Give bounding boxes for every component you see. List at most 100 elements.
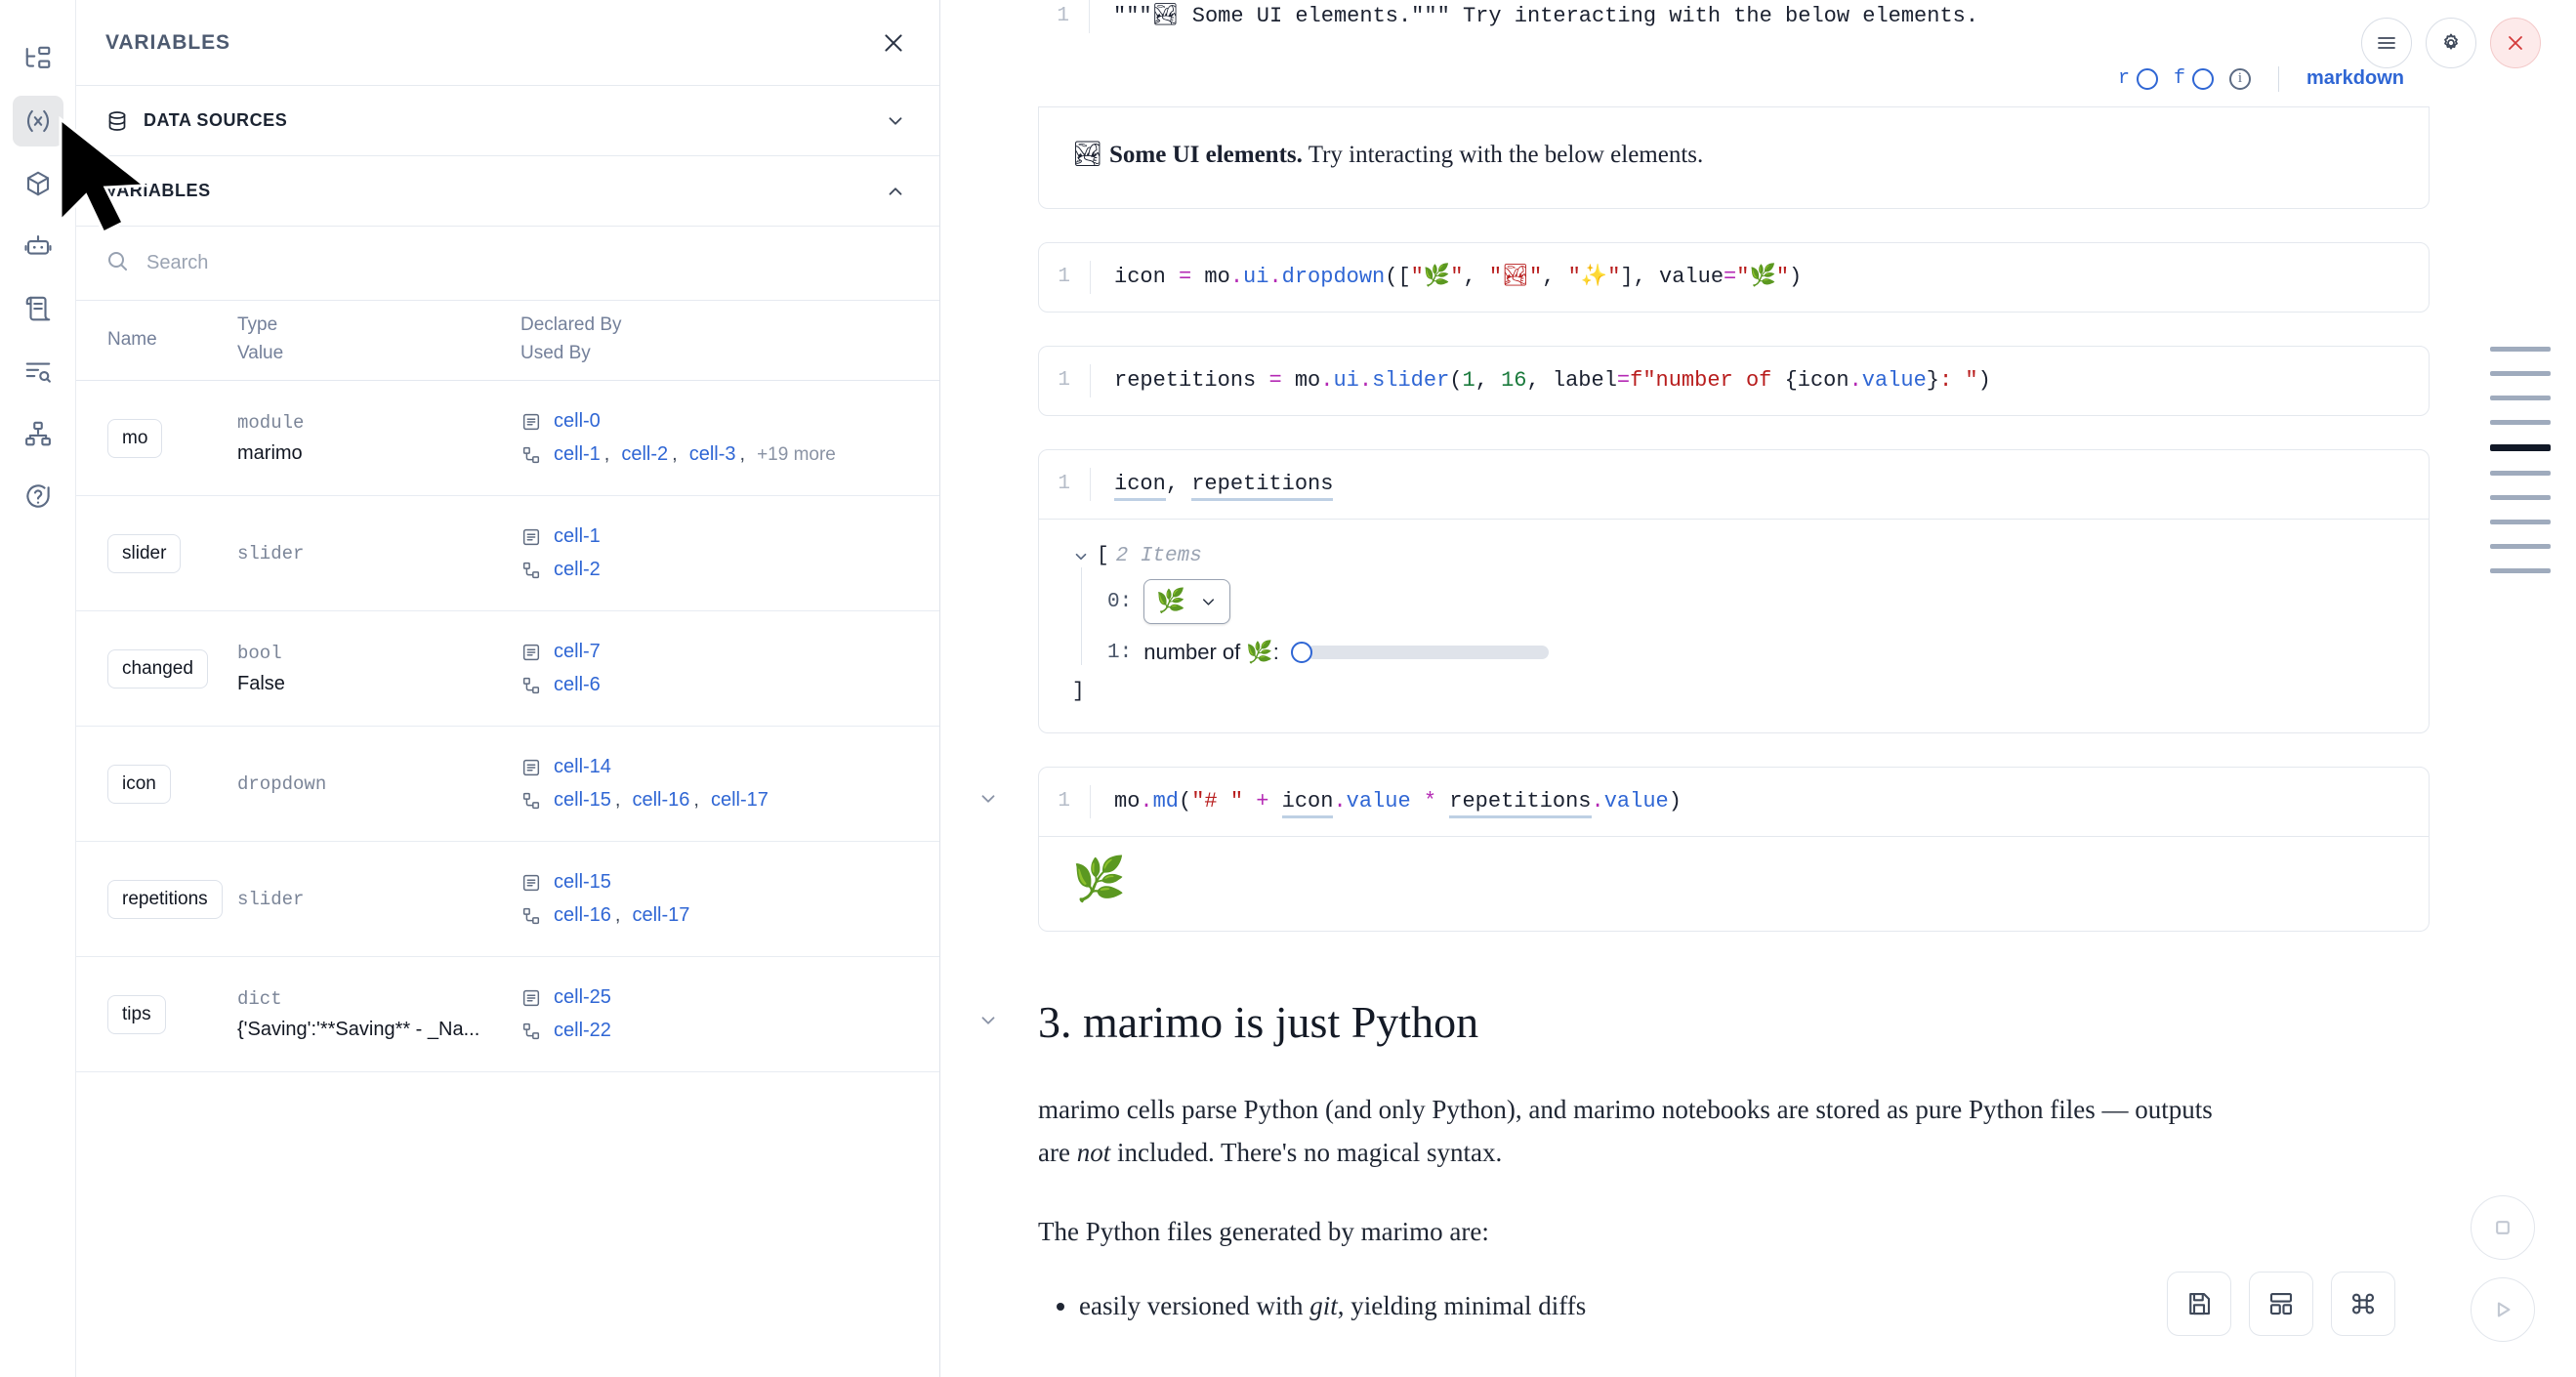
minimap-mark[interactable] (2490, 371, 2551, 376)
reactive-toggle[interactable]: r (2118, 67, 2158, 90)
code-token: 1 (1462, 368, 1475, 393)
code-token: , (1526, 368, 1553, 393)
code-token: mo (1281, 368, 1321, 393)
cell-link[interactable]: cell-17 (710, 789, 769, 811)
section-collapse-toggle[interactable] (977, 1010, 999, 1031)
cell-link[interactable]: cell-1 (554, 525, 601, 547)
minimap-mark[interactable] (2490, 420, 2551, 425)
search-icon (105, 249, 129, 277)
package-cube-icon[interactable] (13, 158, 63, 209)
minimap-mark[interactable] (2490, 396, 2551, 400)
cell-language[interactable]: markdown (2306, 67, 2404, 89)
minimap-mark[interactable] (2490, 347, 2551, 352)
minimap[interactable] (2490, 347, 2551, 573)
section-variables[interactable]: VARIABLES (76, 156, 939, 227)
code-token: = (1724, 265, 1737, 289)
code-editor[interactable]: 1 icon = mo.ui.dropdown(["🌿", "🏞", "✨"],… (1038, 242, 2430, 313)
section-data-sources[interactable]: DATA SOURCES (76, 86, 939, 156)
close-icon[interactable] (881, 30, 906, 56)
chevron-up-icon[interactable] (885, 181, 906, 202)
cell-link[interactable]: cell-7 (554, 641, 601, 662)
code-editor[interactable]: 1 icon, repetitions (1038, 449, 2430, 520)
cell-link[interactable]: cell-0 (554, 410, 601, 432)
code-text[interactable]: icon = mo.ui.dropdown(["🌿", "🏞", "✨"], v… (1090, 261, 2429, 294)
help-circle-icon[interactable] (13, 471, 63, 522)
used-by-line: cell-16,cell-17 (520, 904, 922, 927)
freeze-toggle[interactable]: f (2174, 67, 2214, 90)
code-editor[interactable]: 1 mo.md("# " + icon.value * repetitions.… (1038, 767, 2430, 837)
cell-link[interactable]: cell-22 (554, 1020, 611, 1041)
variable-name-badge[interactable]: icon (107, 764, 171, 804)
variable-name-badge[interactable]: mo (107, 418, 163, 458)
code-editor[interactable]: 1 repetitions = mo.ui.slider(1, 16, labe… (1038, 346, 2430, 416)
minimap-mark[interactable] (2490, 544, 2551, 549)
code-text[interactable]: icon, repetitions (1090, 468, 2429, 501)
section-label-variables: VARIABLES (105, 181, 211, 200)
variable-name-badge[interactable]: tips (107, 994, 166, 1034)
cell-link[interactable]: cell-16 (554, 904, 611, 926)
cell-link[interactable]: cell-15 (554, 871, 611, 893)
slider-knob[interactable] (1290, 642, 1312, 663)
dropdown-widget[interactable]: 🌿 (1143, 579, 1231, 624)
declared-used-cell: cell-7 cell-6 (520, 641, 939, 696)
collapse-toggle[interactable] (977, 788, 999, 810)
code-token: , (1165, 472, 1192, 496)
minimap-mark[interactable] (2490, 471, 2551, 476)
minimap-mark[interactable] (2490, 520, 2551, 524)
slider-track[interactable] (1306, 646, 1549, 659)
minimap-mark[interactable] (2490, 444, 2551, 451)
cell-link[interactable]: cell-17 (632, 904, 690, 926)
declared-by-icon (520, 526, 542, 548)
more-count[interactable]: +19 more (757, 443, 836, 465)
minimap-mark[interactable] (2490, 568, 2551, 573)
slider-widget[interactable] (1290, 642, 1549, 663)
chevron-down-icon[interactable] (1072, 548, 1090, 565)
info-icon[interactable]: i (2228, 67, 2251, 90)
cell-link[interactable]: cell-2 (554, 559, 601, 580)
robot-icon[interactable] (13, 221, 63, 271)
cell-link[interactable]: cell-1 (554, 443, 601, 465)
dependency-graph-icon[interactable] (13, 408, 63, 459)
chevron-down-icon[interactable] (885, 110, 906, 132)
code-text[interactable]: mo.md("# " + icon.value * repetitions.va… (1090, 785, 2429, 818)
logs-search-icon[interactable] (13, 346, 63, 396)
minimap-mark[interactable] (2490, 495, 2551, 500)
list-output-header[interactable]: [ 2 Items (1072, 545, 2395, 567)
cell-link[interactable]: cell-16 (632, 789, 690, 811)
code-token: ( (1449, 368, 1463, 393)
run-controls (2471, 1195, 2535, 1342)
search-input[interactable] (146, 252, 910, 274)
command-palette-button[interactable] (2331, 1272, 2395, 1336)
variables-icon[interactable] (12, 96, 63, 146)
scratchpad-icon[interactable] (13, 283, 63, 334)
cell-link[interactable]: cell-25 (554, 986, 611, 1008)
cell-delete-button[interactable] (2490, 18, 2541, 68)
cell-menu-button[interactable] (2361, 18, 2412, 68)
file-tree-icon[interactable] (13, 33, 63, 84)
partial-code-text[interactable]: """🏞 Some UI elements.""" Try interactin… (1089, 0, 2430, 33)
variable-name-badge[interactable]: slider (107, 533, 182, 573)
variable-name-badge[interactable]: changed (107, 648, 208, 688)
layout-button[interactable] (2249, 1272, 2313, 1336)
interrupt-button[interactable] (2471, 1195, 2535, 1260)
gear-icon[interactable] (2426, 18, 2476, 68)
cell-link[interactable]: cell-2 (621, 443, 669, 465)
cell-link[interactable]: cell-3 (688, 443, 736, 465)
cell-link[interactable]: cell-6 (554, 674, 601, 695)
save-button[interactable] (2167, 1272, 2231, 1336)
code-token: . (1333, 789, 1347, 814)
code-token: { (1784, 368, 1798, 393)
variable-name-badge[interactable]: repetitions (107, 879, 223, 919)
cell-link[interactable]: cell-15 (554, 789, 611, 811)
run-button[interactable] (2471, 1277, 2535, 1342)
code-text[interactable]: repetitions = mo.ui.slider(1, 16, label=… (1090, 364, 2429, 397)
cell-link[interactable]: cell-14 (554, 756, 611, 777)
